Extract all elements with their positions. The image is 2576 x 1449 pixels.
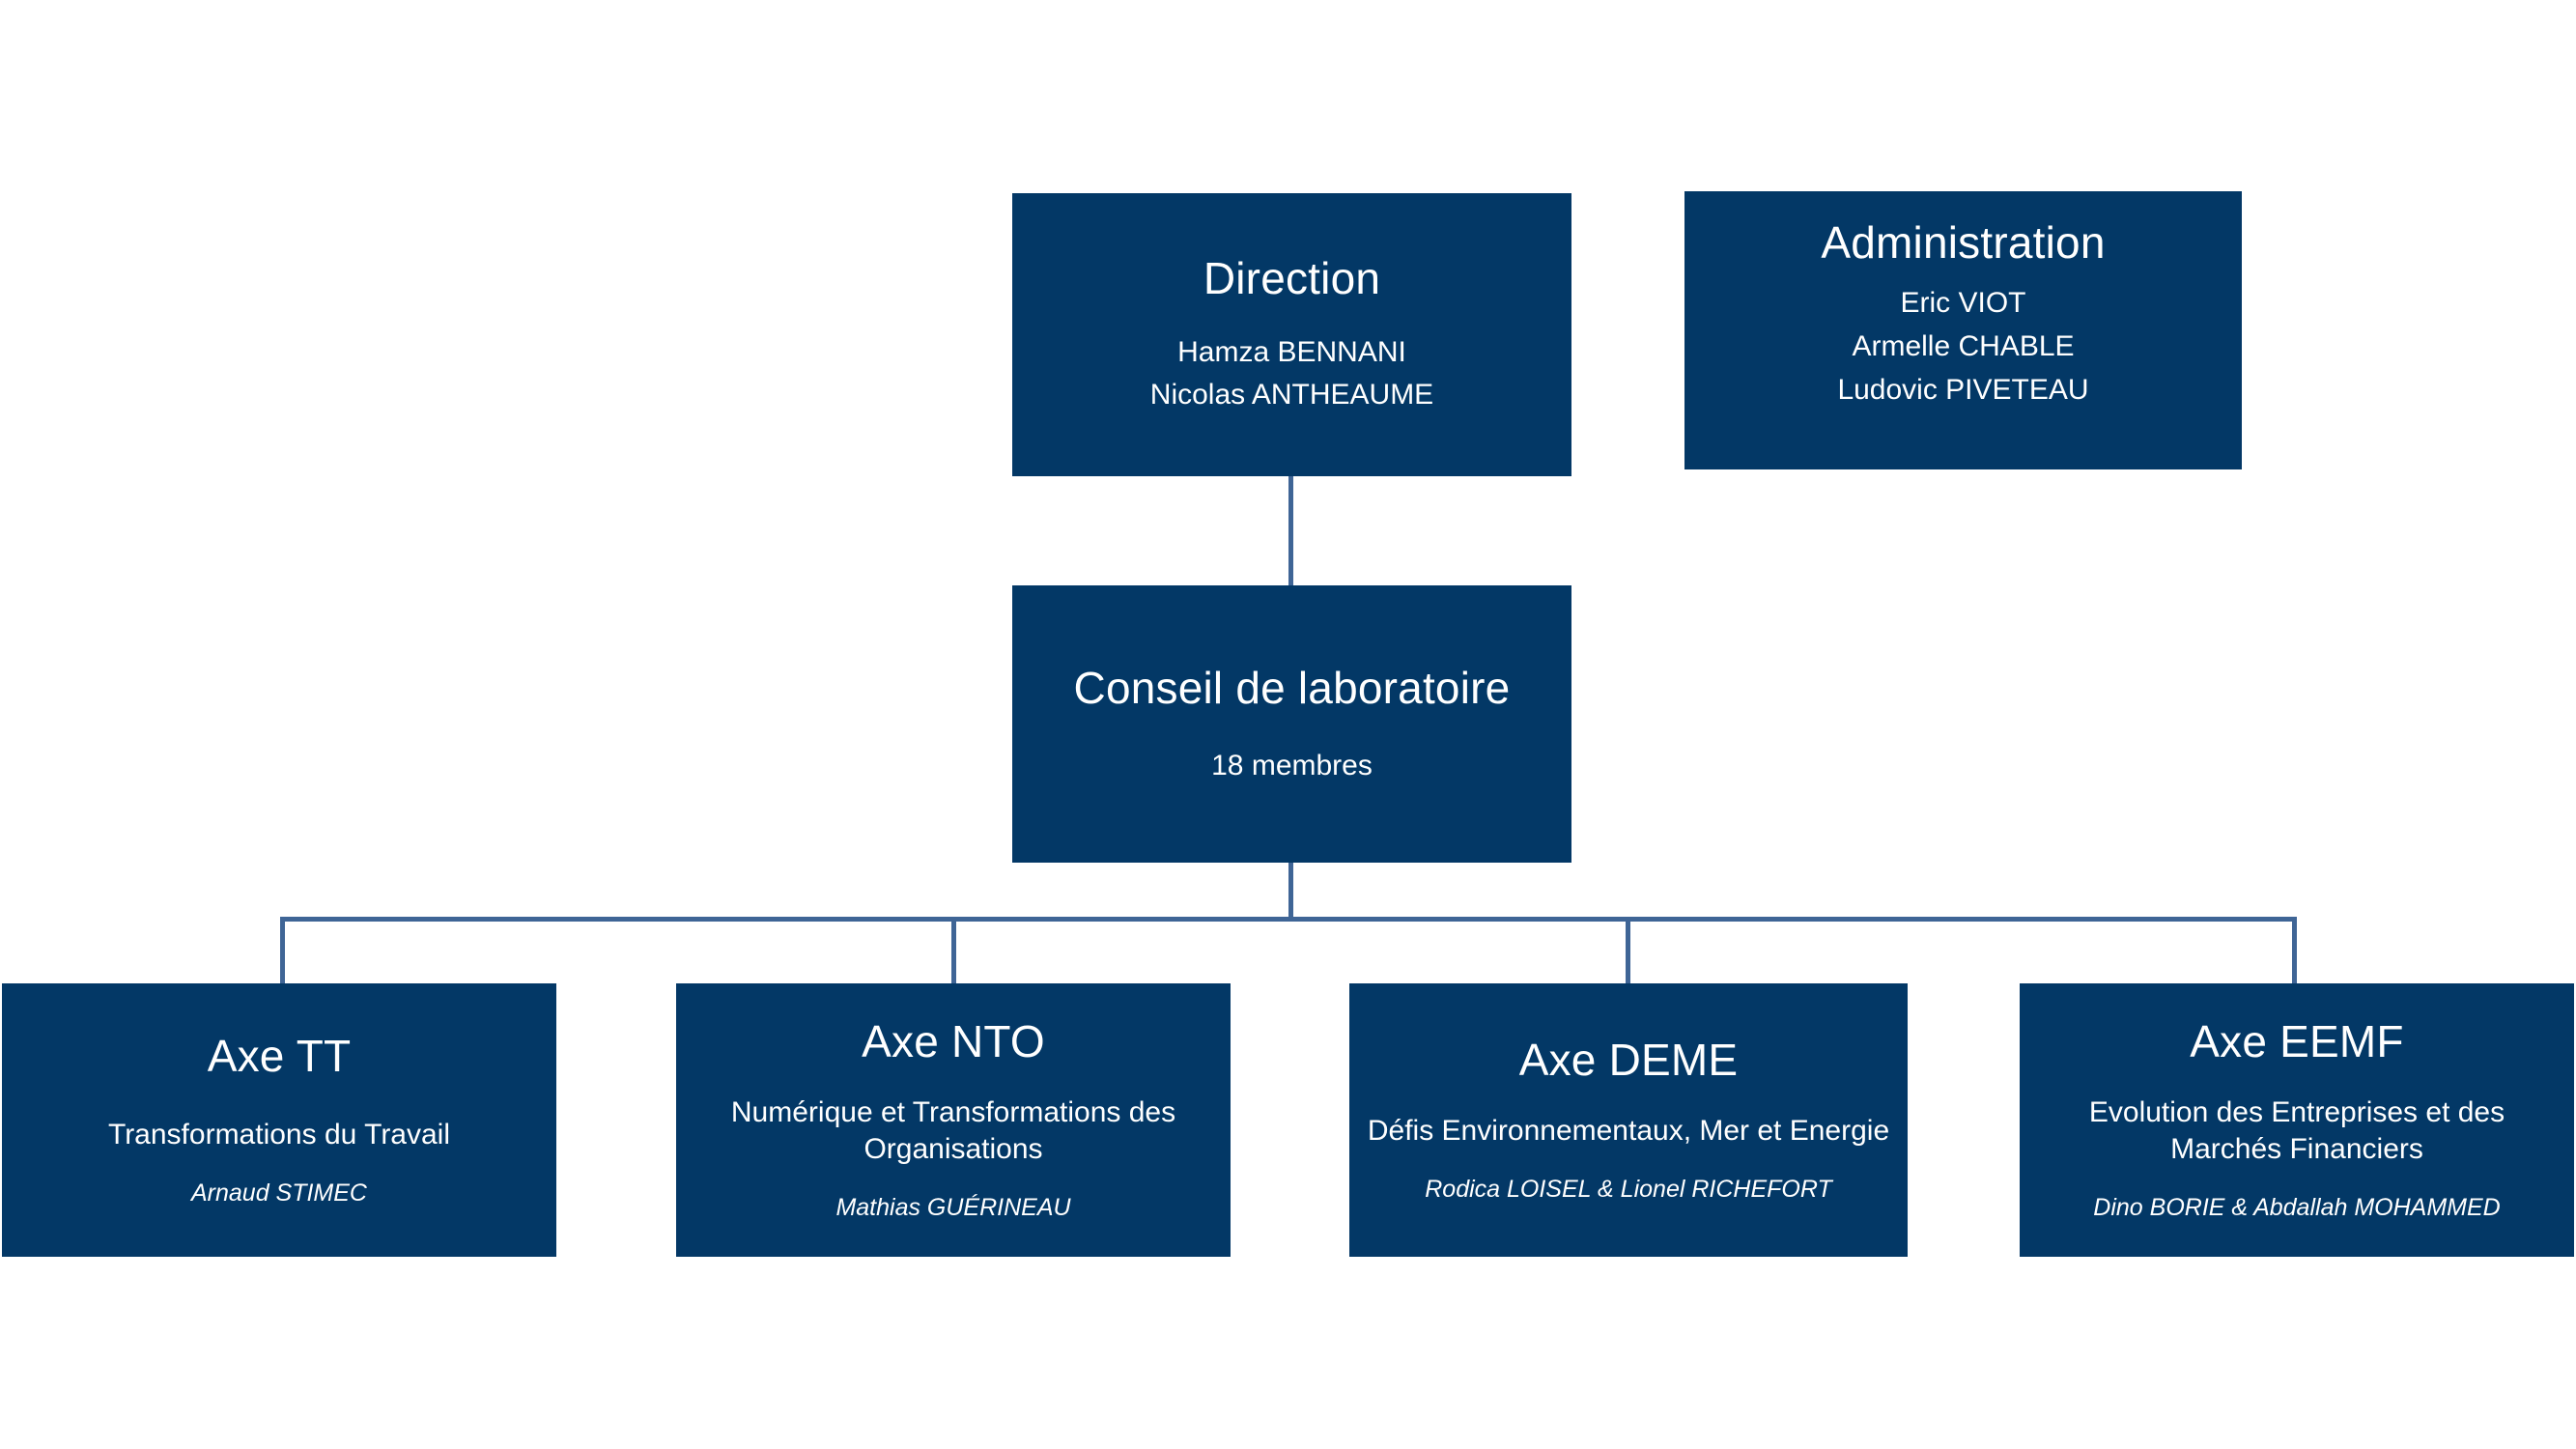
axe-eemf-lead: Dino BORIE & Abdallah MOHAMMED: [2093, 1193, 2501, 1221]
direction-member-1: Hamza BENNANI: [1177, 336, 1406, 369]
axe-deme-subtitle: Défis Environnementaux, Mer et Energie: [1367, 1115, 1890, 1148]
administration-title: Administration: [1821, 217, 2106, 268]
direction-member-2: Nicolas ANTHEAUME: [1149, 378, 1434, 411]
administration-member-3: Ludovic PIVETEAU: [1837, 373, 2089, 406]
axe-tt-subtitle: Transformations du Travail: [107, 1119, 451, 1151]
connector-drop-axe-deme: [1626, 920, 1630, 983]
connector-drop-axe-nto: [951, 920, 956, 983]
axe-eemf-subtitle: Evolution des Entreprises et des Marchés…: [2088, 1096, 2505, 1166]
node-direction[interactable]: Direction Hamza BENNANI Nicolas ANTHEAUM…: [1012, 193, 1571, 476]
node-axe-deme[interactable]: Axe DEME Défis Environnementaux, Mer et …: [1349, 983, 1908, 1257]
axe-nto-title: Axe NTO: [862, 1015, 1045, 1066]
conseil-title: Conseil de laboratoire: [1073, 663, 1511, 714]
node-administration[interactable]: Administration Eric VIOT Armelle CHABLE …: [1684, 191, 2242, 469]
axe-nto-lead: Mathias GUÉRINEAU: [835, 1193, 1071, 1221]
administration-member-1: Eric VIOT: [1900, 286, 2026, 319]
connector-drop-axe-eemf: [2292, 920, 2297, 983]
connector-direction-to-conseil: [1288, 476, 1293, 585]
axe-tt-lead: Arnaud STIMEC: [190, 1179, 367, 1208]
node-conseil-de-laboratoire[interactable]: Conseil de laboratoire 18 membres: [1012, 585, 1571, 863]
axe-deme-lead: Rodica LOISEL & Lionel RICHEFORT: [1425, 1176, 1832, 1204]
connector-drop-axe-tt: [280, 920, 285, 983]
node-axe-nto[interactable]: Axe NTO Numérique et Transformations des…: [676, 983, 1231, 1257]
conseil-subtitle: 18 membres: [1211, 749, 1373, 781]
axe-deme-title: Axe DEME: [1518, 1034, 1739, 1085]
axe-nto-subtitle: Numérique et Transformations des Organis…: [730, 1096, 1176, 1166]
node-axe-tt[interactable]: Axe TT Transformations du Travail Arnaud…: [2, 983, 556, 1257]
connector-conseil-stem: [1288, 863, 1293, 920]
direction-title: Direction: [1203, 252, 1381, 303]
connector-horizontal-bus: [280, 917, 2297, 922]
axe-tt-title: Axe TT: [207, 1030, 352, 1081]
node-axe-eemf[interactable]: Axe EEMF Evolution des Entreprises et de…: [2020, 983, 2574, 1257]
axe-eemf-title: Axe EEMF: [2190, 1015, 2404, 1066]
administration-member-2: Armelle CHABLE: [1852, 329, 2075, 362]
